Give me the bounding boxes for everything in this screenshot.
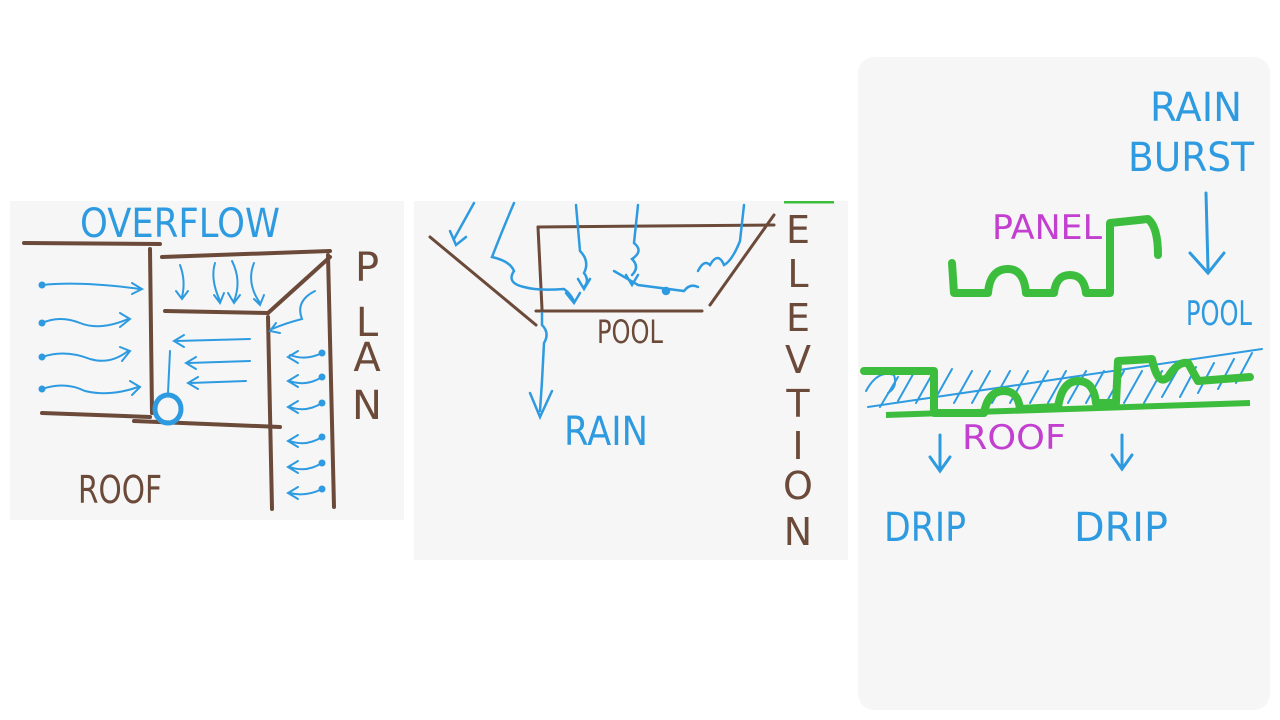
panel-label: PANEL — [992, 208, 1102, 248]
elevation-title-letter: L — [787, 252, 808, 296]
flow-arrows-center — [167, 334, 251, 394]
plan-title-letter: P — [355, 245, 379, 291]
plan-title: P L A N — [352, 245, 382, 429]
flow-arrows-top — [175, 260, 316, 334]
solar-panel-upper — [948, 215, 1162, 297]
plan-sketch-panel: OVERFLOW ROOF P L A N — [10, 201, 404, 520]
elevation-title-letter: V — [785, 338, 811, 382]
rain-burst-label-line1: RAIN — [1150, 85, 1242, 131]
elevation-sketch: POOL RAIN E L E V T I O N — [428, 201, 834, 554]
elevation-sketch-panel: POOL RAIN E L E V T I O N — [414, 201, 848, 560]
elevation-title-letter: T — [785, 382, 810, 426]
drip-arrows — [928, 433, 1134, 474]
solar-panel-lower — [860, 355, 1254, 417]
section-roof-label: ROOF — [962, 418, 1066, 458]
flow-arrows-left — [38, 281, 145, 396]
elevation-pool-label: POOL — [597, 313, 663, 351]
pool-structure — [428, 213, 776, 327]
plan-sketch: OVERFLOW ROOF P L A N — [22, 201, 382, 512]
rain-streams — [448, 201, 746, 421]
pool-label: POOL — [1186, 294, 1252, 334]
elevation-title: E L E V T I O N — [783, 208, 813, 554]
overflow-label: OVERFLOW — [80, 201, 280, 247]
elevation-title-letter: E — [786, 296, 810, 340]
plan-title-letter: A — [353, 335, 381, 381]
plan-title-letter: N — [352, 383, 382, 429]
plan-roof-label: ROOF — [78, 468, 162, 512]
rain-burst-label-line2: BURST — [1128, 135, 1255, 181]
overflow-drain — [152, 392, 184, 426]
elevation-title-letter: N — [784, 510, 812, 554]
plan-title-letter: L — [356, 300, 379, 346]
roof-membrane — [885, 400, 1251, 418]
flow-arrows-right — [286, 349, 326, 500]
section-sketch: RAIN BURST PANEL POOL ROOF DRIP DRIP — [860, 85, 1263, 551]
elevation-title-letter: E — [786, 208, 810, 252]
elevation-title-letter: O — [783, 464, 813, 508]
roof-outline — [22, 241, 336, 511]
drip-left-label: DRIP — [884, 505, 966, 551]
rain-burst-arrow — [1188, 191, 1226, 276]
section-sketch-panel: RAIN BURST PANEL POOL ROOF DRIP DRIP — [858, 57, 1270, 710]
elevation-title-letter: I — [792, 424, 803, 468]
elevation-rain-label: RAIN — [564, 409, 648, 455]
drip-right-label: DRIP — [1074, 505, 1168, 551]
